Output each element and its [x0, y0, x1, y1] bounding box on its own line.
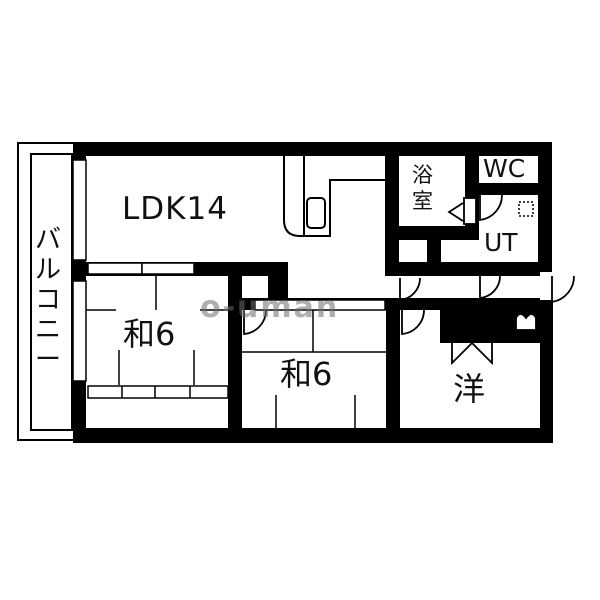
kitchen-counter [283, 156, 385, 237]
washer-icon [518, 201, 534, 217]
room-label-washitsu-2: 和6 [280, 355, 333, 393]
room-label-ut: UT [484, 228, 518, 257]
room-label-bathroom: 浴室 [412, 163, 433, 213]
room-label-wc: WC [483, 154, 526, 183]
windows-left [72, 159, 87, 382]
room-label-balcony: バルコニー [34, 225, 61, 375]
room-label-washitsu-1: 和6 [123, 315, 176, 353]
room-label-yoshitsu: 洋 [453, 370, 486, 408]
room-label-ldk: LDK14 [122, 191, 228, 227]
doors [243, 194, 575, 366]
tatami-lines [86, 262, 386, 428]
